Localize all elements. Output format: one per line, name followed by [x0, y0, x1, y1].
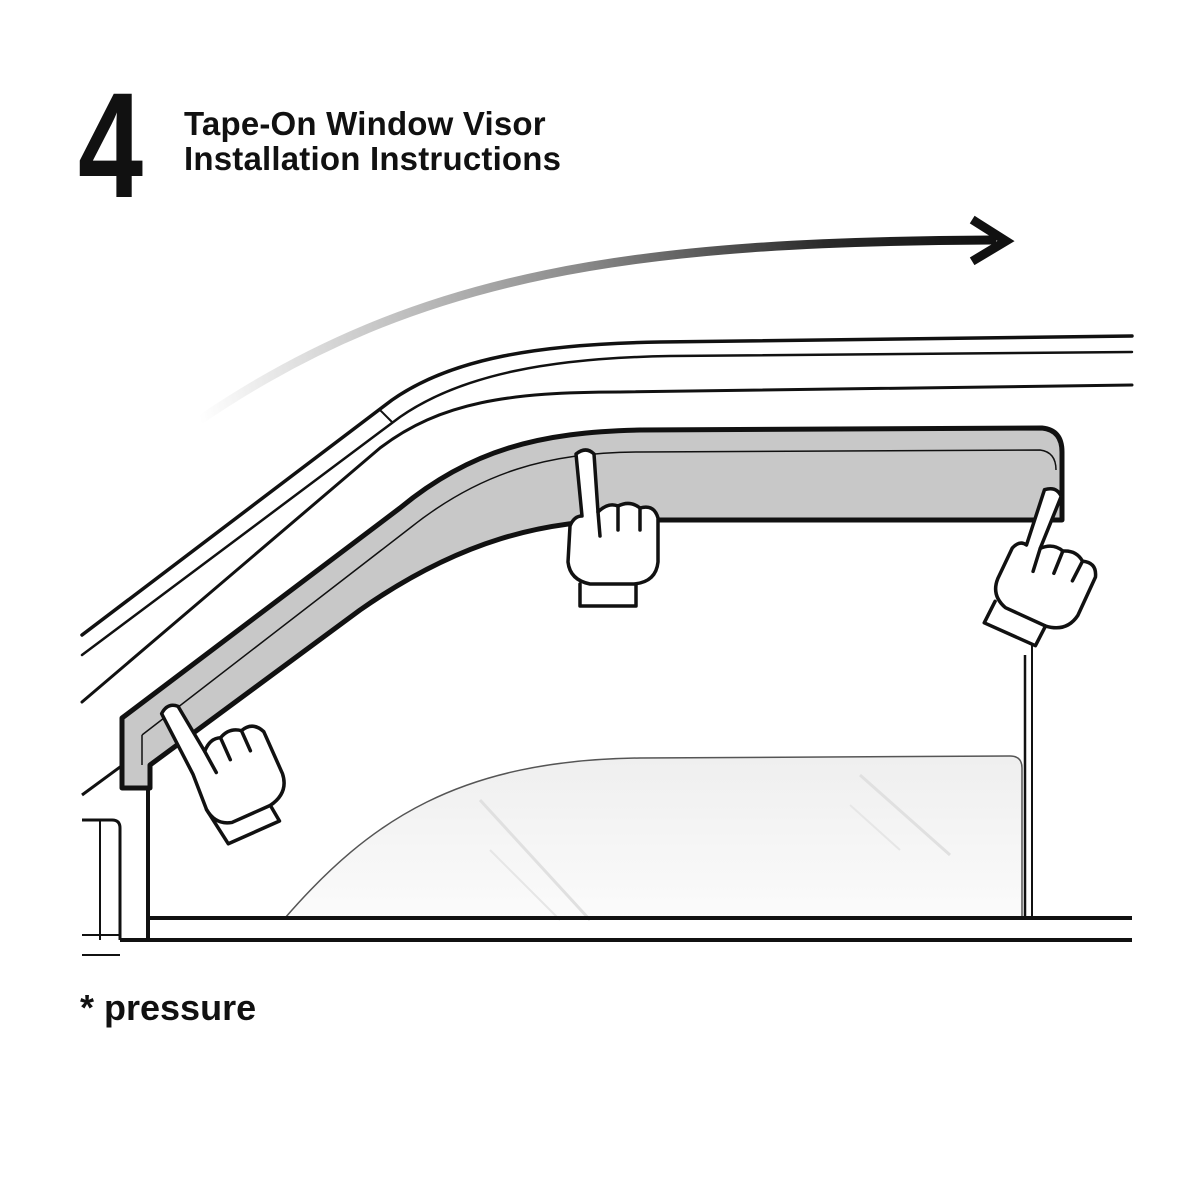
- window-glass: [283, 755, 1023, 922]
- step-number: 4: [78, 61, 143, 229]
- car-roof: [80, 334, 1134, 704]
- door-sill: [120, 916, 1132, 942]
- arrow-right-icon: [969, 215, 1015, 266]
- pointing-hand-icon: [159, 703, 286, 846]
- pointing-hand-icon: [982, 487, 1098, 648]
- door-frame: [81, 645, 1033, 956]
- direction-arrow: [195, 215, 1015, 425]
- arrow-shaft: [195, 235, 997, 425]
- pointing-hand-icon: [566, 448, 660, 608]
- pressure-caption: * pressure: [80, 987, 257, 1028]
- title-line-2: Installation Instructions: [184, 140, 562, 177]
- title-line-1: Tape-On Window Visor: [184, 105, 546, 142]
- page-title: Tape-On Window Visor Installation Instru…: [184, 106, 561, 176]
